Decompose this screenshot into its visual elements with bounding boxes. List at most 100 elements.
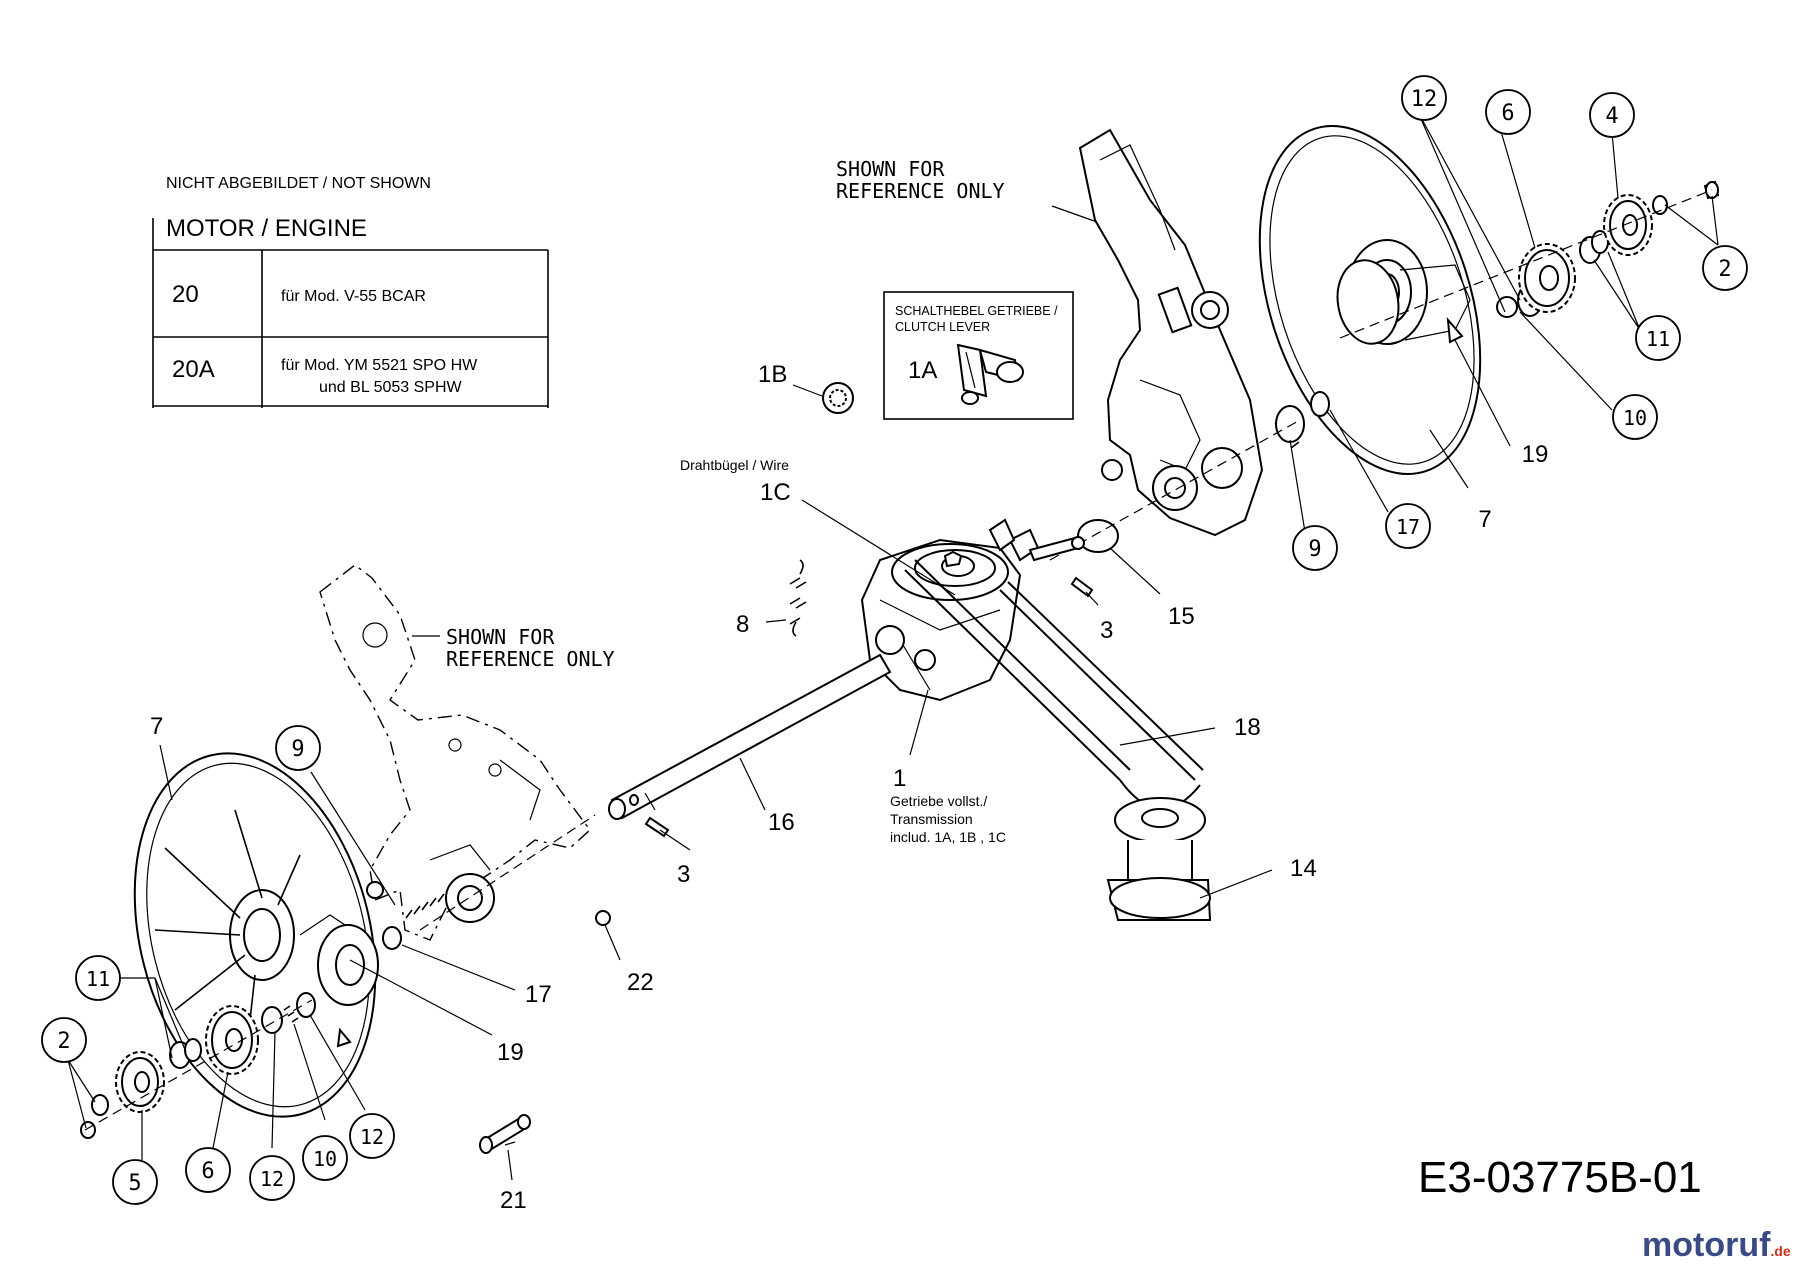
svg-text:11: 11	[1646, 327, 1670, 351]
reference-note-left-line1: SHOWN FOR	[446, 625, 555, 649]
watermark-tld: .de	[1770, 1243, 1790, 1259]
callout-11-left: 11	[75, 955, 121, 1001]
callout-19-left: 19	[497, 1039, 524, 1066]
callout-12-left-bottom: 12	[249, 1155, 295, 1201]
svg-text:10: 10	[1623, 406, 1647, 430]
nut-22	[595, 910, 611, 926]
callout-1: 1	[893, 765, 906, 792]
callout-14: 14	[1290, 855, 1317, 882]
callout-2-right: 2	[1702, 245, 1748, 291]
svg-text:10: 10	[313, 1147, 337, 1171]
svg-text:2: 2	[1718, 257, 1731, 282]
clutch-box-title-line1: SCHALTHEBEL GETRIEBE /	[895, 304, 1058, 318]
callout-19-right: 19	[1522, 441, 1549, 468]
callout-10-right: 10	[1612, 394, 1658, 440]
left-reference-bracket	[319, 564, 591, 941]
plain-callouts: 1B 1C 8 3 15 18 1 16 3 14 7 17 22 19 21	[150, 361, 1317, 1214]
right-gear-4	[1603, 194, 1653, 256]
spring-8	[789, 559, 807, 637]
callout-22: 22	[627, 969, 654, 996]
callout-1b: 1B	[758, 361, 787, 388]
callout-12-right: 12	[1401, 75, 1447, 121]
axle	[608, 653, 892, 820]
clutch-lever-part	[956, 343, 1024, 405]
callout-7-right: 7	[1478, 506, 1491, 533]
engine-row-1-desc: für Mod. V-55 BCAR	[281, 288, 426, 305]
svg-text:11: 11	[86, 967, 110, 991]
callout-3-right: 3	[1100, 617, 1113, 644]
svg-text:12: 12	[1411, 87, 1438, 112]
svg-text:5: 5	[128, 1171, 141, 1196]
svg-text:motoruf.de: motoruf.de	[1642, 1226, 1791, 1264]
watermark-brand: motoruf	[1642, 1226, 1771, 1264]
right-reference-bracket	[1078, 128, 1264, 537]
right-gear-6	[1518, 243, 1576, 313]
callout-17-left: 17	[525, 981, 552, 1008]
callout-3-left: 3	[677, 861, 690, 888]
left-gear-6	[205, 1005, 259, 1075]
transmission-note-line2: Transmission	[890, 811, 973, 827]
callout-18: 18	[1234, 714, 1261, 741]
callout-12-left-right: 12	[349, 1113, 395, 1159]
transmission	[860, 518, 1085, 702]
right-spring-9	[1274, 405, 1305, 449]
nut-1b	[822, 382, 854, 414]
drawing-number: E3-03775B-01	[1418, 1153, 1702, 1202]
svg-text:12: 12	[260, 1167, 284, 1191]
clutch-box-title-line2: CLUTCH LEVER	[895, 320, 990, 334]
svg-text:2: 2	[57, 1029, 70, 1054]
callout-5: 5	[112, 1159, 158, 1205]
reference-note-left-line2: REFERENCE ONLY	[446, 647, 615, 671]
left-gear-5	[115, 1051, 165, 1113]
svg-text:17: 17	[1396, 515, 1420, 539]
svg-text:4: 4	[1605, 104, 1618, 129]
reference-note-top-line2: REFERENCE ONLY	[836, 179, 1005, 203]
right-wheel	[1258, 125, 1482, 475]
left-spring-9	[405, 893, 445, 919]
left-wheel	[133, 752, 379, 1118]
callout-15: 15	[1168, 603, 1195, 630]
callout-9-left: 9	[275, 725, 321, 771]
engine-table-header: MOTOR / ENGINE	[166, 215, 367, 242]
svg-text:6: 6	[1501, 101, 1514, 126]
svg-text:9: 9	[1308, 537, 1321, 562]
pin-3-right	[1070, 576, 1094, 598]
svg-text:7: 7	[1478, 506, 1491, 533]
callout-16: 16	[768, 809, 795, 836]
transmission-note-line3: includ. 1A, 1B , 1C	[890, 829, 1006, 845]
callout-17-right: 17	[1385, 503, 1431, 549]
engine-pulley	[1106, 797, 1212, 921]
transmission-note-line1: Getriebe vollst./	[890, 793, 987, 809]
wire-label: Drahtbügel / Wire	[680, 457, 789, 473]
not-shown-label: NICHT ABGEBILDET / NOT SHOWN	[166, 175, 431, 192]
watermark-logo: motoruf.de	[1642, 1226, 1791, 1264]
callout-6-right: 6	[1485, 89, 1531, 135]
callout-11-right: 11	[1635, 315, 1681, 361]
callout-1c: 1C	[760, 479, 791, 506]
leader-lines	[67, 111, 1719, 1181]
callout-8: 8	[736, 611, 749, 638]
svg-text:6: 6	[201, 1159, 214, 1184]
callout-7-left: 7	[150, 713, 163, 740]
svg-text:9: 9	[291, 737, 304, 762]
circled-callouts: 12 6 4 2 11 10 19 7 17 9 9 11 2 5 6 12 1…	[41, 75, 1748, 1205]
callout-2-left: 2	[41, 1017, 87, 1063]
callout-4: 4	[1589, 92, 1635, 138]
callout-9-right: 9	[1292, 525, 1338, 571]
clutch-box-part: 1A	[908, 357, 937, 384]
clutch-lever-box: SCHALTHEBEL GETRIEBE / CLUTCH LEVER 1A	[883, 291, 1074, 420]
callout-21: 21	[500, 1187, 527, 1214]
engine-row-2-desc-line2: und BL 5053 SPHW	[319, 379, 463, 396]
engine-row-2-part: 20A	[172, 356, 215, 383]
reference-note-top-line1: SHOWN FOR	[836, 157, 945, 181]
callout-6-left: 6	[185, 1147, 231, 1193]
callout-10-left: 10	[302, 1135, 348, 1181]
bolt-21	[479, 1114, 531, 1154]
engine-table: NICHT ABGEBILDET / NOT SHOWN MOTOR / ENG…	[152, 175, 549, 408]
engine-row-2-desc-line1: für Mod. YM 5521 SPO HW	[281, 357, 478, 374]
svg-text:19: 19	[1522, 441, 1549, 468]
svg-text:12: 12	[360, 1125, 384, 1149]
engine-row-1-part: 20	[172, 281, 199, 308]
